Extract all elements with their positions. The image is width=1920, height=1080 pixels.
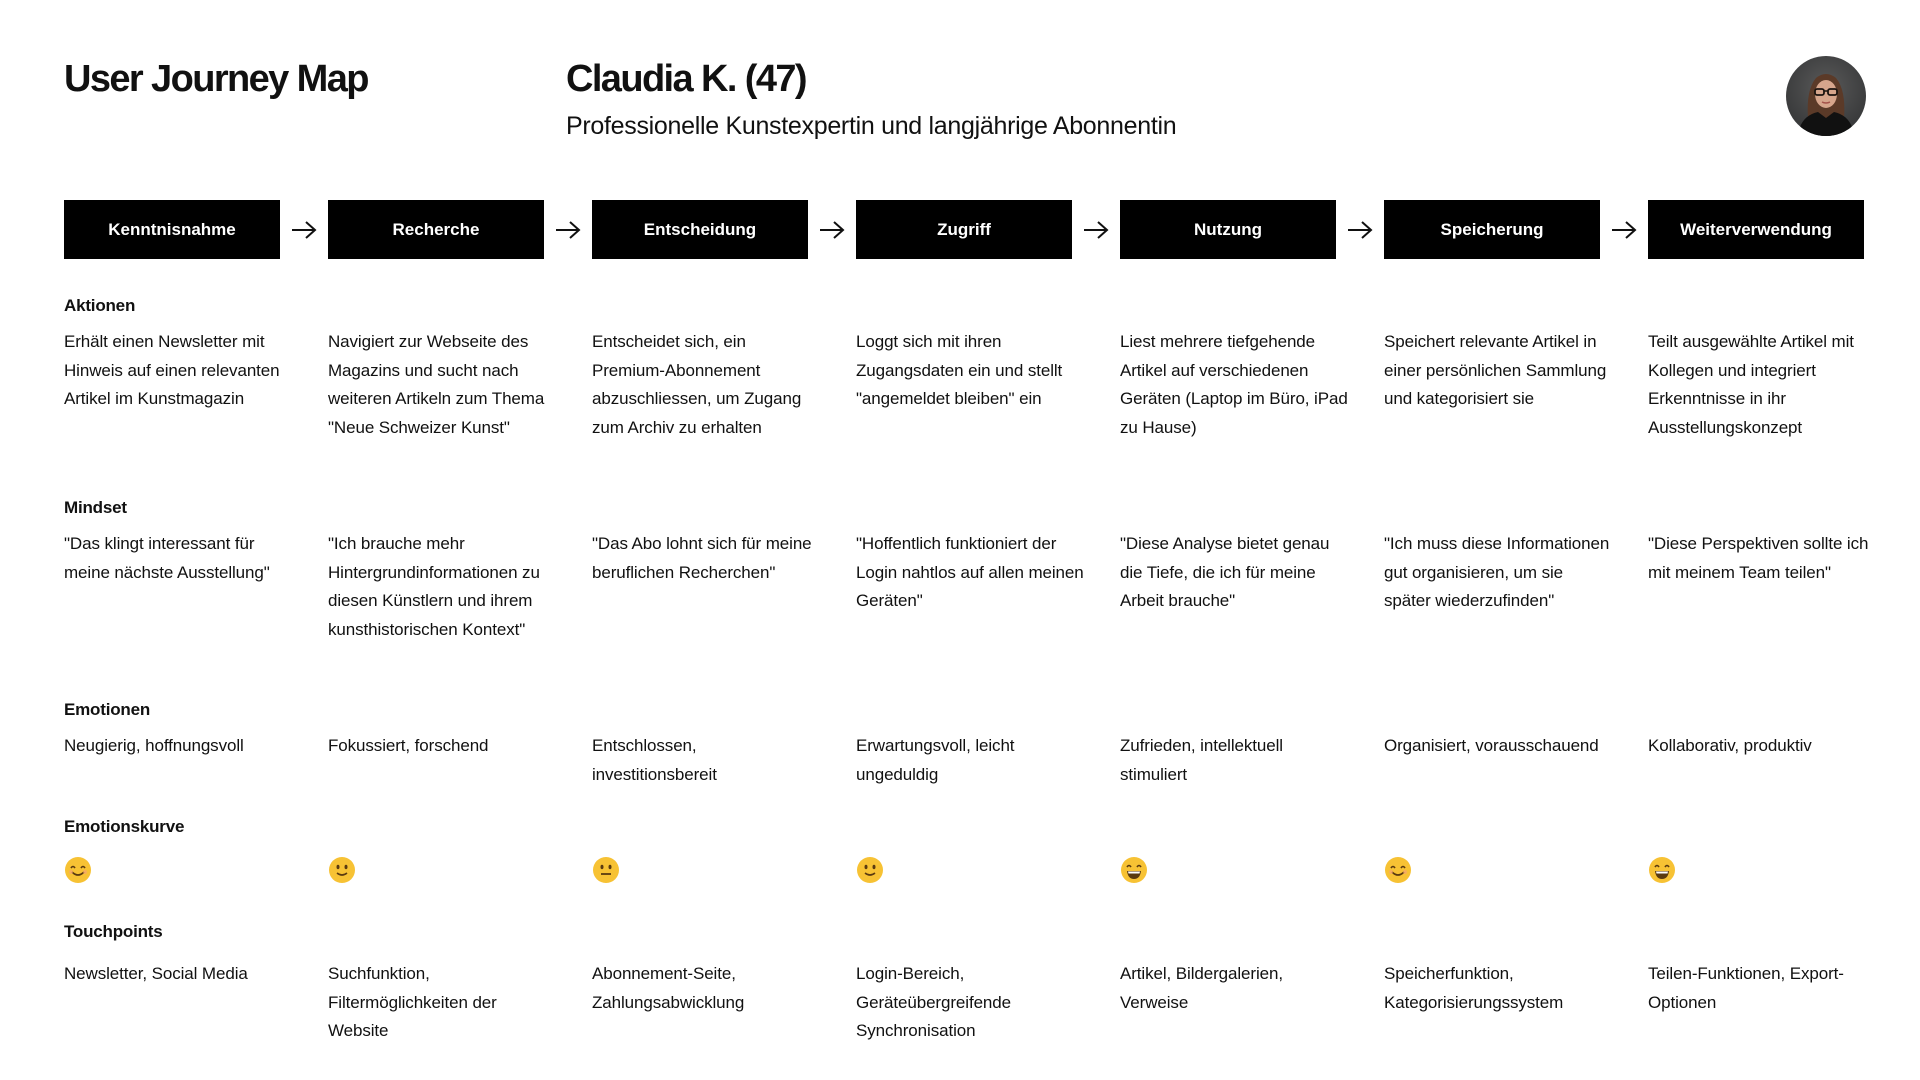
row-emotionen: Neugierig, hoffnungsvoll Fokussiert, for… xyxy=(64,732,1912,789)
page-title: User Journey Map xyxy=(64,58,369,100)
stage-speicherung: Speicherung xyxy=(1384,200,1600,259)
journey-stages: Kenntnisnahme Recherche Entscheidung Zug… xyxy=(64,200,1864,259)
emotion-curve-item xyxy=(64,856,328,884)
mindset-item: "Das Abo lohnt sich für meine berufliche… xyxy=(592,534,812,582)
emotion-item: Kollaborativ, produktiv xyxy=(1648,736,1812,755)
arrow-right-icon xyxy=(1336,200,1384,259)
stage-nutzung: Nutzung xyxy=(1120,200,1336,259)
smiling-eyes-emoji-icon xyxy=(65,857,91,883)
arrow-right-icon xyxy=(544,200,592,259)
touchpoint-item: Teilen-Funktionen, Export-Optionen xyxy=(1648,964,1844,1012)
mindset-item: "Diese Perspektiven sollte ich mit meine… xyxy=(1648,534,1869,582)
aktion-item: Erhält einen Newsletter mit Hinweis auf … xyxy=(64,332,280,408)
arrow-right-icon xyxy=(1072,200,1120,259)
emotion-curve-item xyxy=(328,856,592,884)
emotion-curve-item xyxy=(856,856,1120,884)
section-label-aktionen: Aktionen xyxy=(64,296,136,315)
stage-recherche: Recherche xyxy=(328,200,544,259)
mindset-item: "Ich muss diese Informationen gut organi… xyxy=(1384,534,1610,610)
emotion-curve-item xyxy=(1648,856,1912,884)
row-mindset: "Das klingt interessant für meine nächst… xyxy=(64,530,1912,644)
stage-zugriff: Zugriff xyxy=(856,200,1072,259)
mindset-item: "Ich brauche mehr Hintergrundinformation… xyxy=(328,534,540,639)
emotion-item: Fokussiert, forschend xyxy=(328,736,489,755)
emotion-curve-item xyxy=(1120,856,1384,884)
section-label-emotionen: Emotionen xyxy=(64,700,151,719)
stage-weiterverwendung: Weiterverwendung xyxy=(1648,200,1864,259)
emotion-curve-item xyxy=(1384,856,1648,884)
emotion-curve-item xyxy=(592,856,856,884)
smiling-eyes-emoji-icon xyxy=(1385,857,1411,883)
persona-role: Professionelle Kunstexpertin und langjäh… xyxy=(566,112,1177,140)
aktion-item: Liest mehrere tiefgehende Artikel auf ve… xyxy=(1120,332,1348,437)
grinning-emoji-icon xyxy=(1649,857,1675,883)
aktion-item: Navigiert zur Webseite des Magazins und … xyxy=(328,332,545,437)
emotion-item: Entschlossen, investitionsbereit xyxy=(592,736,717,784)
mindset-item: "Das klingt interessant für meine nächst… xyxy=(64,534,270,582)
aktion-item: Loggt sich mit ihren Zugangsdaten ein un… xyxy=(856,332,1063,408)
emotion-item: Zufrieden, intellektuell stimuliert xyxy=(1120,736,1283,784)
row-aktionen: Erhält einen Newsletter mit Hinweis auf … xyxy=(64,328,1912,442)
grinning-emoji-icon xyxy=(1121,857,1147,883)
section-label-mindset: Mindset xyxy=(64,498,127,517)
row-touchpoints: Newsletter, Social Media Suchfunktion, F… xyxy=(64,960,1912,1046)
touchpoint-item: Speicherfunktion, Kategorisierungssystem xyxy=(1384,964,1564,1012)
stage-kenntnisnahme: Kenntnisnahme xyxy=(64,200,280,259)
touchpoint-item: Newsletter, Social Media xyxy=(64,964,248,983)
emotion-item: Organisiert, vorausschauend xyxy=(1384,736,1599,755)
row-emotionskurve xyxy=(64,856,1912,884)
touchpoint-item: Login-Bereich, Geräteübergreifende Synch… xyxy=(856,964,1011,1040)
mindset-item: "Diese Analyse bietet genau die Tiefe, d… xyxy=(1120,534,1330,610)
arrow-right-icon xyxy=(808,200,856,259)
aktion-item: Entscheidet sich, ein Premium-Abonnement… xyxy=(592,332,802,437)
persona-name: Claudia K. (47) xyxy=(566,58,808,100)
aktion-item: Speichert relevante Artikel in einer per… xyxy=(1384,332,1607,408)
arrow-right-icon xyxy=(1600,200,1648,259)
stage-entscheidung: Entscheidung xyxy=(592,200,808,259)
touchpoint-item: Suchfunktion, Filtermöglichkeiten der We… xyxy=(328,964,497,1040)
emotion-item: Erwartungsvoll, leicht ungeduldig xyxy=(856,736,1015,784)
aktion-item: Teilt ausgewählte Artikel mit Kollegen u… xyxy=(1648,332,1854,437)
slight-smile-emoji-icon xyxy=(329,857,355,883)
avatar xyxy=(1786,56,1866,136)
slight-smile-emoji-icon xyxy=(857,857,883,883)
touchpoint-item: Artikel, Bildergalerien, Verweise xyxy=(1120,964,1283,1012)
mindset-item: "Hoffentlich funktioniert der Login naht… xyxy=(856,534,1084,610)
persona-photo-icon xyxy=(1798,74,1854,136)
touchpoint-item: Abonnement-Seite, Zahlungsabwicklung xyxy=(592,964,745,1012)
arrow-right-icon xyxy=(280,200,328,259)
section-label-emotionskurve: Emotionskurve xyxy=(64,817,185,836)
section-label-touchpoints: Touchpoints xyxy=(64,922,163,941)
neutral-face-emoji-icon xyxy=(593,857,619,883)
emotion-item: Neugierig, hoffnungsvoll xyxy=(64,736,244,755)
